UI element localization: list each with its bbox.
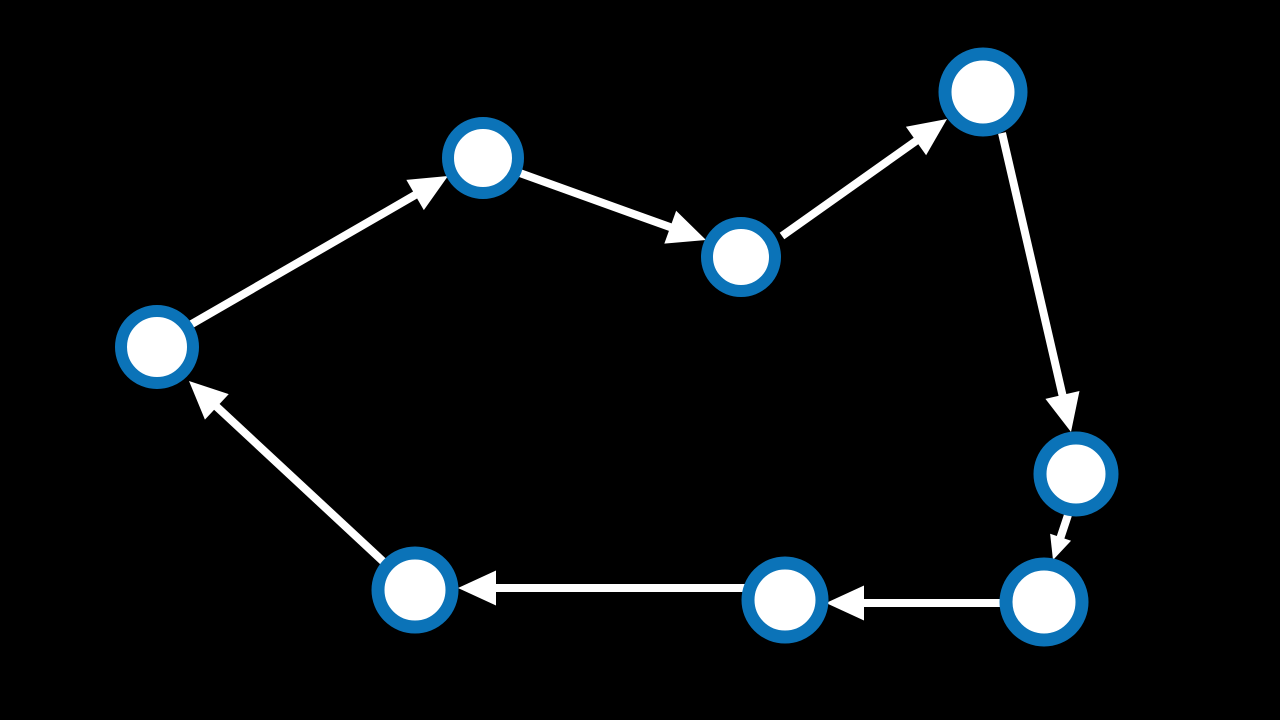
graph-edge <box>779 119 947 240</box>
edge-shaft <box>1055 513 1072 542</box>
edges-group <box>187 119 1080 621</box>
graph-edge <box>826 585 1005 621</box>
graph-edge <box>1050 513 1072 560</box>
edge-arrowhead <box>664 210 706 244</box>
edge-shaft <box>779 135 921 240</box>
graph-edge <box>458 570 746 606</box>
edge-arrowhead <box>189 381 229 420</box>
graph-edge <box>187 176 448 329</box>
graph-node[interactable] <box>741 556 829 644</box>
edge-arrowhead <box>826 585 864 621</box>
node-circle[interactable] <box>741 556 829 644</box>
edge-shaft <box>515 168 675 232</box>
graph-node[interactable] <box>701 217 781 297</box>
edge-shaft <box>187 190 420 329</box>
graph-node[interactable] <box>1033 431 1119 517</box>
node-circle[interactable] <box>442 117 524 199</box>
edge-arrowhead <box>1045 391 1080 432</box>
graph-edge <box>998 132 1080 432</box>
graph-node[interactable] <box>115 305 199 389</box>
edge-shaft <box>211 401 390 568</box>
graph-node[interactable] <box>999 557 1089 647</box>
graph-node[interactable] <box>938 47 1028 137</box>
node-circle[interactable] <box>371 546 459 634</box>
edge-arrowhead <box>905 119 947 156</box>
graph-node[interactable] <box>371 546 459 634</box>
edge-arrowhead <box>406 176 448 211</box>
edge-arrowhead <box>1050 533 1072 560</box>
node-circle[interactable] <box>701 217 781 297</box>
node-circle[interactable] <box>999 557 1089 647</box>
node-circle[interactable] <box>938 47 1028 137</box>
nodes-group <box>115 47 1119 647</box>
edge-shaft <box>998 132 1068 399</box>
graph-edge <box>189 381 390 568</box>
graph-node[interactable] <box>442 117 524 199</box>
node-circle[interactable] <box>1033 431 1119 517</box>
node-circle[interactable] <box>115 305 199 389</box>
edge-arrowhead <box>458 570 496 606</box>
graph-edge <box>515 168 706 244</box>
